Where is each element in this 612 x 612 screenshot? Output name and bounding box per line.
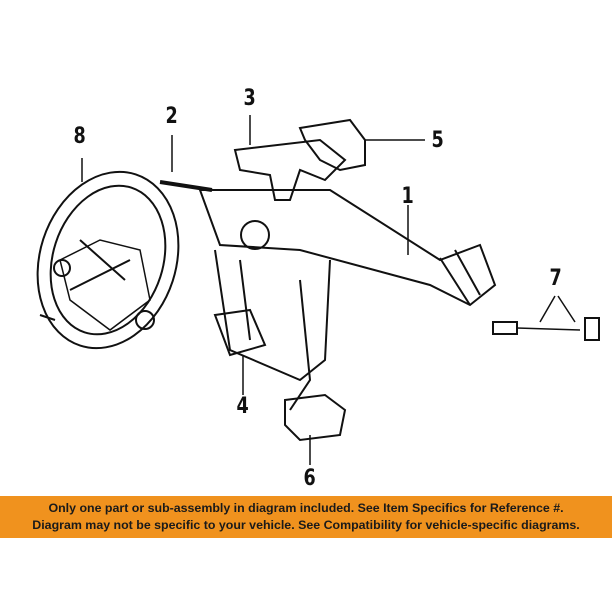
bracket-frame — [213, 249, 331, 411]
upper-shroud — [233, 138, 347, 201]
disclaimer-line-2: Diagram may not be specific to your vehi… — [32, 518, 580, 532]
steering-wheel — [36, 170, 180, 350]
sensor-part-7 — [492, 317, 600, 341]
callout-3: 3 — [243, 86, 256, 111]
callout-4: 4 — [236, 394, 249, 419]
column-shaft — [159, 180, 497, 307]
leader-lines — [81, 115, 576, 465]
callout-2: 2 — [165, 104, 178, 129]
lower-shroud-part-5 — [298, 118, 366, 172]
disclaimer-line-1: Only one part or sub-assembly in diagram… — [48, 501, 564, 515]
lower-cover-part-6 — [284, 393, 347, 442]
disclaimer-banner: Only one part or sub-assembly in diagram… — [0, 496, 612, 538]
callout-8: 8 — [73, 124, 86, 149]
callout-6: 6 — [303, 466, 316, 491]
callout-5: 5 — [431, 128, 444, 153]
callout-7: 7 — [549, 266, 562, 291]
steering-column-diagram — [36, 115, 600, 465]
callout-1: 1 — [401, 184, 414, 209]
